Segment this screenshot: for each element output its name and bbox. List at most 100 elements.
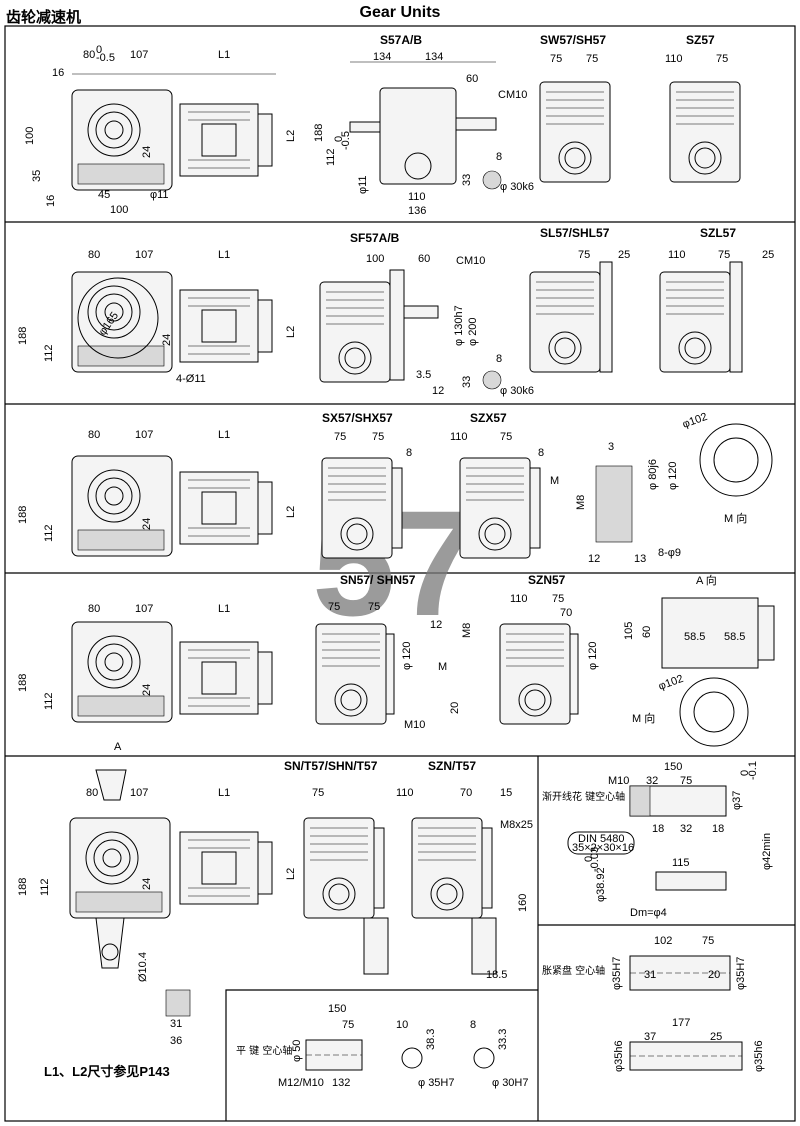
r3-dim-L1: L1: [218, 429, 230, 441]
dim-L2: L2: [285, 130, 297, 142]
spline-din-5480: DIN 5480: [578, 833, 624, 845]
s57-dim-188: 188: [313, 124, 325, 142]
sf57-dim-3-5: 3.5: [416, 369, 431, 381]
fk-dim-75: 75: [342, 1019, 354, 1031]
dim-35: 35: [31, 170, 43, 182]
row1-base-view: 80 0 -0.5 107 L1 16 100 35 16 45 100 φ11…: [24, 44, 297, 216]
row1-sz57-view: SZ57 110 75: [665, 33, 741, 183]
shrink-dim-phi35h6-right: φ35h6: [753, 1040, 765, 1072]
shrink-dim-102: 102: [654, 935, 672, 947]
szn57-title: SZN57: [528, 573, 566, 587]
spline-dim-115: 115: [672, 857, 690, 869]
row1-sw57-view: SW57/SH57 75 75: [539, 33, 611, 183]
s57-dim-136: 136: [408, 205, 426, 217]
a-view-dim-58-5b: 58.5: [724, 631, 745, 643]
sn57-dim-75a: 75: [328, 601, 340, 613]
r2-dim-80: 80: [88, 249, 100, 261]
sn57-dim-75b: 75: [368, 601, 380, 613]
sx57-title: SX57/SHX57: [322, 411, 393, 425]
szx57-dim-110: 110: [450, 431, 468, 443]
row5-sznt57-view: SZN/T57 110 70 15 M8x25 160 18.5: [396, 759, 533, 981]
dim-45: 45: [98, 189, 110, 201]
detail-dim-phi80j6: φ 80j6: [647, 459, 659, 490]
row2-sl57-view: SL57/SHL57 75 25: [529, 226, 630, 373]
snt57-dim-L2: L2: [285, 868, 297, 880]
r2-dim-4-phi11: 4-Ø11: [176, 373, 206, 385]
szn57-dim-phi120: φ 120: [587, 641, 599, 670]
r2-dim-112: 112: [43, 344, 55, 362]
footnote: L1、L2尺寸参见P143: [44, 1064, 170, 1079]
row4-sn57-view: SN57/ SHN57 75 75 φ 120 12 M8 M M10 20: [315, 573, 473, 731]
a-view-label: A 向: [696, 573, 717, 587]
szl57-dim-75: 75: [718, 249, 730, 261]
r4-dim-L1: L1: [218, 603, 230, 615]
s57-dim-60: 60: [466, 73, 478, 85]
sznt57-dim-160: 160: [517, 894, 529, 912]
sz57-dim-75: 75: [716, 53, 728, 65]
r5-dim-80: 80: [86, 787, 98, 799]
shrink-dim-phi35h7-right: φ35H7: [735, 957, 747, 990]
spline-label: 渐开线花 键空心轴: [542, 790, 625, 803]
detail-dim-8-phi9: 8-φ9: [658, 547, 681, 559]
r5-dim-31: 31: [170, 1018, 182, 1030]
sf57-dim-phi130h7: φ 130h7: [453, 305, 465, 346]
s57-dim-134b: 134: [425, 51, 443, 63]
r2-dim-L1: L1: [218, 249, 230, 261]
hollow-shaft-box: [225, 989, 538, 1121]
row3-szx57-view: SZX57 110 75 8: [450, 411, 544, 559]
r3-dim-24: 24: [141, 518, 153, 530]
s57-dim-phi11: φ11: [357, 175, 369, 194]
r4-dim-112: 112: [43, 692, 55, 710]
szn57-dim-110: 110: [510, 593, 528, 605]
dim-phi11: φ11: [150, 189, 169, 201]
spline-tol37-lower: -0.1: [747, 761, 759, 780]
fk-dim-150: 150: [328, 1003, 346, 1015]
row5-snt57-view: SN/T57/SHN/T57 75 L2: [284, 759, 389, 975]
spline-dim-dm: Dm=φ4: [630, 907, 667, 919]
row5-base-view: 80 107 L1 188 112 24 Ø10.4 31 36: [17, 769, 273, 1047]
r4-view-a-marker: A: [114, 741, 122, 753]
page-title-chinese: 齿轮减速机: [6, 9, 82, 26]
sx57-dim-75b: 75: [372, 431, 384, 443]
flat-key-hollow-shaft: 平 键 空心轴 150 75 φ 50 M12/M10 132 10 38.3 …: [236, 1003, 529, 1089]
spline-tol38-upper: 0: [583, 856, 595, 862]
fk-dim-132: 132: [332, 1077, 350, 1089]
r4-dim-107: 107: [135, 603, 153, 615]
detail-m-view-label: M 向: [724, 511, 747, 525]
r5-dim-107: 107: [130, 787, 148, 799]
sn57-dim-phi120: φ 120: [401, 641, 413, 670]
r3-dim-80: 80: [88, 429, 100, 441]
row3-sx57-view: SX57/SHX57 75 75 8: [321, 411, 412, 559]
a-view-dim-phi102: φ102: [657, 673, 685, 693]
r5-dim-L1: L1: [218, 787, 230, 799]
sl57-title: SL57/SHL57: [540, 226, 610, 240]
shrink-disc-hollow-shaft: 胀紧盘 空心轴 102 75 φ35H7 31 20 φ35H7 177 37 …: [542, 935, 765, 1072]
spline-dim-m10: M10: [608, 775, 629, 787]
sz57-title: SZ57: [686, 33, 715, 47]
snt57-dim-75: 75: [312, 787, 324, 799]
s57-key-33: 33: [461, 174, 473, 186]
sn57-dim-20: 20: [449, 702, 461, 714]
s57-title: S57A/B: [380, 33, 422, 47]
spline-dim-phi38-92: φ38.92: [595, 867, 607, 902]
spline-dim-32b: 32: [680, 823, 692, 835]
sz57-dim-110: 110: [665, 53, 683, 65]
r3-dim-188: 188: [17, 506, 29, 524]
r4-dim-24: 24: [141, 684, 153, 696]
s57-cm10: CM10: [498, 89, 527, 101]
a-view-dim-105: 105: [623, 622, 635, 640]
shrink-dim-20: 20: [708, 969, 720, 981]
szx57-dim-75: 75: [500, 431, 512, 443]
sn57-m-label: M: [438, 661, 447, 673]
dim-80: 80: [83, 49, 95, 61]
sznt57-dim-18-5: 18.5: [486, 969, 507, 981]
spline-din-spec: 35×2×30×16: [572, 842, 634, 854]
shrink-dim-25: 25: [710, 1031, 722, 1043]
sl57-dim-75: 75: [578, 249, 590, 261]
row3-flange-detail: M 3 M8 φ 80j6 φ 120 12 13 8-φ9 φ102 M 向: [550, 411, 773, 565]
dim-100-v: 100: [24, 127, 36, 145]
dim-100-h: 100: [110, 204, 128, 216]
sn57-title: SN57/ SHN57: [340, 573, 416, 587]
dim-L1: L1: [218, 49, 230, 61]
